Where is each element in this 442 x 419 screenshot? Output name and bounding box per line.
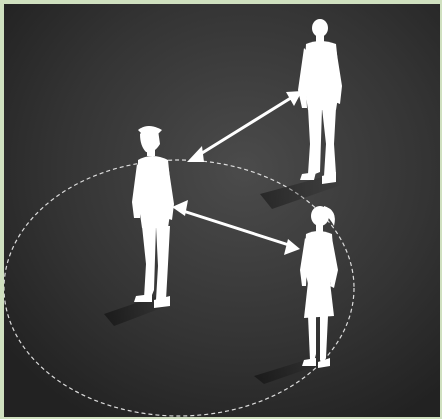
illustration-scene xyxy=(4,4,440,417)
background xyxy=(4,4,440,417)
illustration-svg xyxy=(4,4,440,417)
